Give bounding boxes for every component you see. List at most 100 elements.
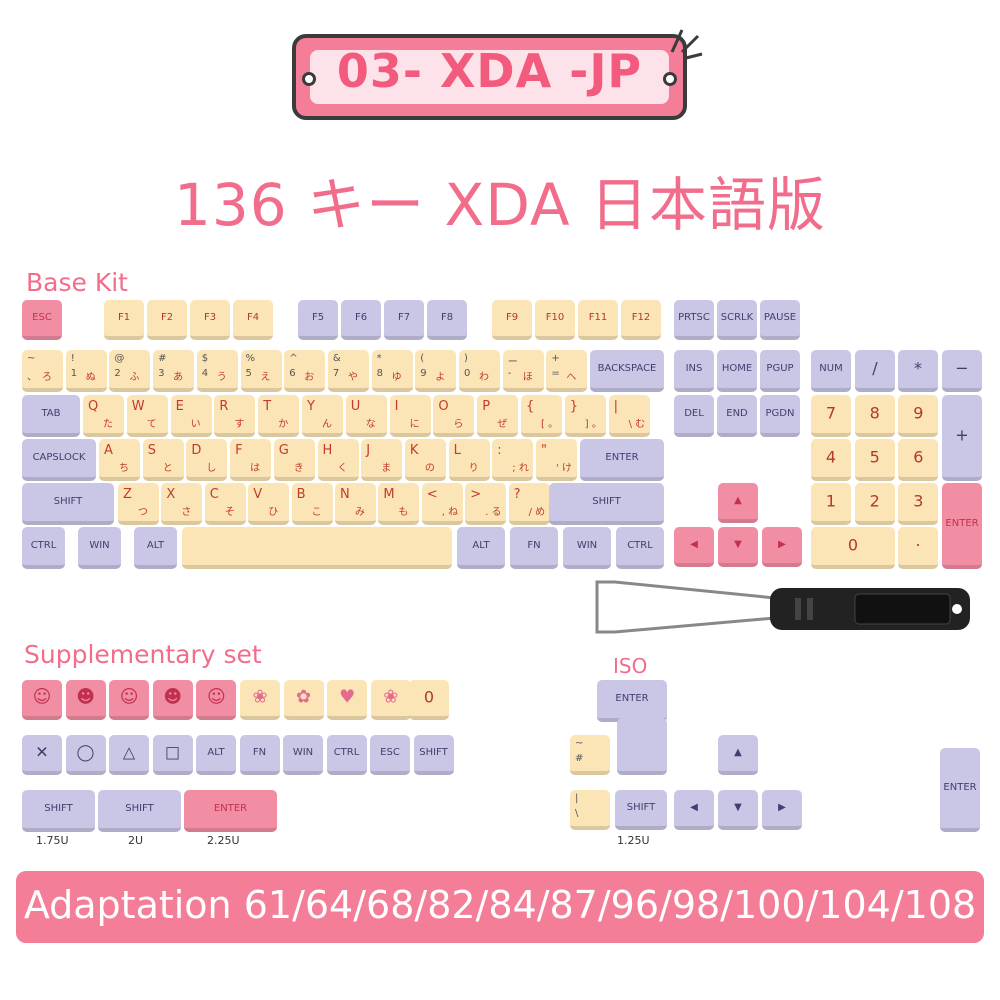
keycap-sublegend: / め [528,507,546,518]
key-iso-enter-bottom [617,718,667,775]
keycap-sublegend: > [470,487,482,502]
keycap-legend: ESC [380,746,400,758]
key-supp-0: ✕ [22,735,62,775]
key-f8: F8 [427,300,467,340]
jar-icon: ☺ [207,686,226,708]
keycap-legend: TAB [41,407,61,419]
keycap-legend: □ [164,742,181,762]
key-right-shift: SHIFT [549,483,664,525]
key-spacebar [182,527,452,569]
key-num-dot: · [898,527,938,569]
key-f3: F3 [190,300,230,340]
key-f4: F4 [233,300,273,340]
key-supp-8: ESC [370,735,410,775]
key-f9: F9 [492,300,532,340]
keycap-legend: WIN [576,539,598,551]
sweet-icecream-icon: ☻ [65,680,106,720]
keycap-legend: ENTER [213,802,248,814]
keycap-sublegend: : [497,443,502,458]
keycap-legend: ▶ [778,801,786,813]
key-right-ctrl: CTRL [616,527,664,569]
candy-icon: ☻ [163,686,183,708]
size-label: 2.25U [207,834,240,847]
keycap-legend: 9 [913,403,924,423]
keycap-legend: WIN [89,539,110,551]
key-num-digit: 2 [854,483,895,525]
cupcake-icon: ☺ [119,686,139,708]
sweet-lollipop-icon: ☺ [22,680,62,720]
key-left-shift: SHIFT [22,483,114,525]
keycap-legend: ▼ [734,801,742,813]
key-scrlk: SCRLK [717,300,757,340]
keycap-legend: ◀ [690,538,698,550]
keycap-sublegend: , ね [441,507,459,518]
key-iso-enter-top: ENTER [597,680,667,722]
keycap-legend: 1 [825,491,837,511]
keycap-legend: 8 [869,403,880,423]
key-arrow-down: ▼ [718,527,758,567]
key-backspace: BACKSPACE [590,350,664,392]
keycap-sublegend: D [191,443,202,458]
keycap-sublegend: . る [485,507,502,518]
keycap-sublegend: な [365,419,376,430]
keycap-legend: ▲ [734,494,742,506]
keycap-sublegend: お [304,372,315,383]
key-prtsc: PRTSC [674,300,714,340]
keycap-sublegend: や [347,372,358,383]
keycap-sublegend: ぜ [497,419,508,430]
keycap-sublegend: | [613,399,618,414]
keycap-legend: ENTER [615,692,649,704]
keycap-sublegend: M [383,487,395,502]
key-del: DEL [674,395,714,437]
keycap-legend: 5 [869,447,880,467]
keycap-sublegend: り [468,463,479,474]
keycap-legend: 2 [869,491,880,511]
badge-label: 03- XDA -JP [336,44,643,98]
sweet-heart-icon: ♥ [327,680,368,720]
keycap-legend: ALT [146,539,165,551]
keycap-sublegend: と [162,463,173,474]
keycap-sublegend: X [166,487,176,502]
keycap-legend: ▼ [734,538,742,550]
keycap-sublegend: い [190,419,201,430]
keycap-legend: PRTSC [678,311,710,323]
key-letter: ?/ め [508,483,550,525]
keycap-legend: ◀ [690,801,698,813]
keycap-legend: F3 [203,311,217,323]
key-letter: |\ む [608,395,650,437]
keycap-legend: PGUP [766,362,794,374]
key-f6: F6 [341,300,381,340]
keycap-legend: 6 [913,447,924,467]
key-f11: F11 [578,300,618,340]
keycap-sublegend: ] 。 [584,419,602,430]
sweet-cake-icon: ❀ [240,680,280,720]
key-pgdn: PGDN [760,395,800,437]
keycap-legend: 0 [423,687,435,707]
keycap-legend: CTRL [30,539,57,551]
keycap-sublegend: @ [114,353,125,364]
keycap-legend: DEL [684,407,704,419]
key-capslock: CAPSLOCK [22,439,96,481]
keycap-legend: ✕ [35,742,49,762]
keycap-sublegend: " [541,443,547,458]
keycap-sublegend: し [206,463,217,474]
keycap-legend: F2 [160,311,174,323]
keycap-sublegend: 7 [332,368,340,379]
keycap-sublegend: 4 [201,368,209,379]
sweet-flower-icon: ✿ [283,680,324,720]
